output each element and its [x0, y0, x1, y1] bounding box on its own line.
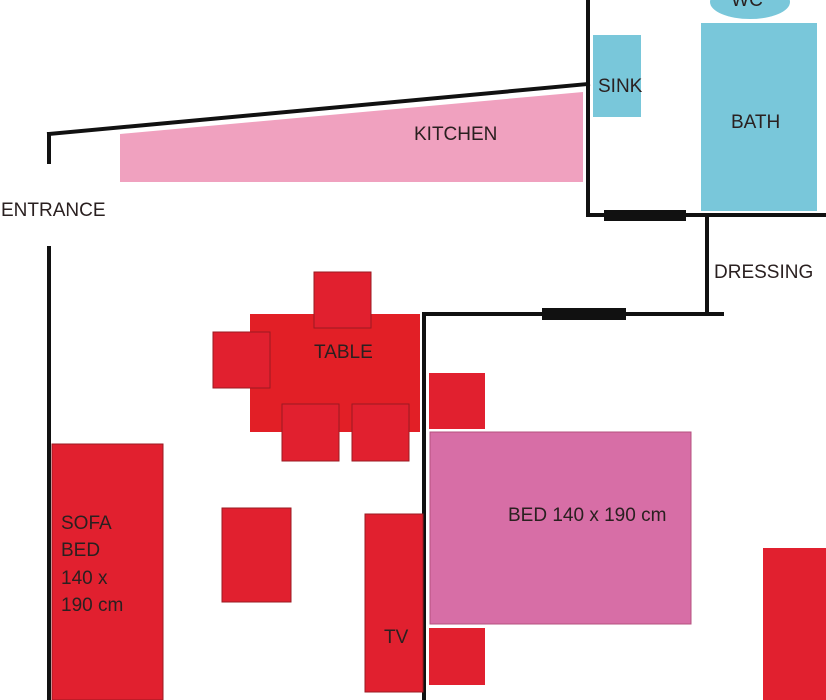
label-tv: TV: [384, 627, 409, 648]
label-bath: BATH: [731, 112, 780, 133]
wall-kitchen-north: [46, 81, 591, 137]
label-sofa-bed-4: 190 cm: [61, 595, 123, 616]
chair-top: [313, 271, 372, 329]
door-bedroom: [542, 308, 626, 320]
door-bathroom: [604, 210, 686, 221]
nightstand-bottom: [429, 628, 485, 685]
label-sofa-bed-1: SOFA: [61, 513, 112, 534]
sink: [593, 35, 641, 117]
label-sink: SINK: [598, 76, 643, 97]
label-sofa-bed-3: 140 x: [61, 568, 108, 589]
nightstand-top: [429, 373, 485, 429]
label-wc: WC: [731, 0, 763, 11]
armchair: [221, 507, 292, 603]
label-table: TABLE: [314, 342, 373, 363]
chair-bottom-right: [351, 403, 410, 462]
bathtub: [701, 23, 817, 211]
chair-left: [212, 331, 271, 389]
kitchen-counter: [120, 92, 583, 182]
sofa-bed: [51, 443, 164, 700]
wc-toilet: [710, 0, 790, 19]
bed: [429, 431, 692, 625]
chair-bottom-left: [281, 403, 340, 462]
label-kitchen: KITCHEN: [414, 124, 497, 145]
label-dressing: DRESSING: [714, 262, 813, 283]
label-sofa-bed-2: BED: [61, 540, 100, 561]
wardrobe: [763, 548, 826, 700]
tv-unit: [364, 513, 424, 693]
label-bed: BED 140 x 190 cm: [508, 505, 666, 526]
label-entrance: ENTRANCE: [1, 200, 106, 221]
